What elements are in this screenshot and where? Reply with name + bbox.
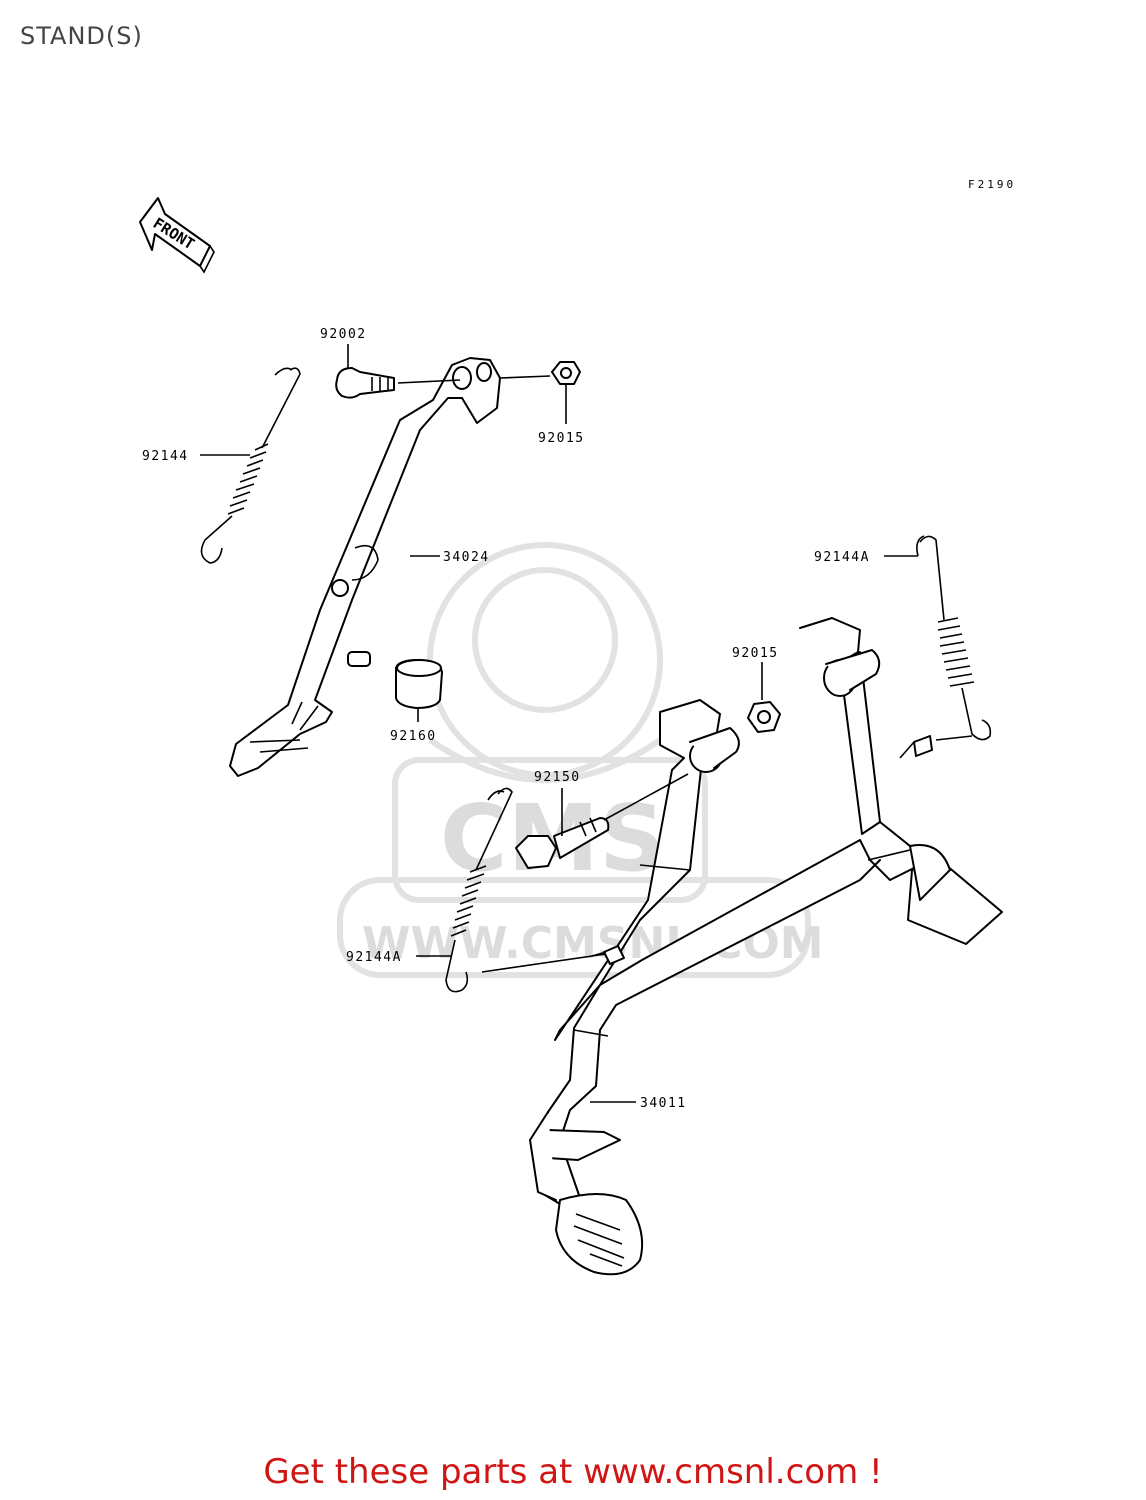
nut-92015-a — [499, 361, 581, 385]
callout-34024: 34024 — [443, 550, 490, 565]
callout-34011: 34011 — [640, 1096, 687, 1111]
center-stand-34011 — [529, 617, 1003, 1276]
callouts: 92002 92015 92144 34024 92160 92144A 920… — [142, 327, 870, 1111]
page-title: STAND(S) — [20, 22, 143, 50]
callout-92150: 92150 — [534, 770, 581, 785]
callout-92144A-low: 92144A — [346, 950, 402, 965]
bolt-92150 — [515, 773, 689, 869]
bolt-92002 — [335, 367, 461, 399]
nut-92015-b — [747, 701, 781, 733]
callout-92002: 92002 — [320, 327, 367, 342]
spring-92144A-lower — [445, 787, 607, 993]
watermark: CMS WWW.CMSNL.COM — [337, 542, 824, 978]
watermark-letters: CMS — [440, 785, 665, 892]
callout-92144: 92144 — [142, 449, 189, 464]
callout-92015-b: 92015 — [732, 646, 779, 661]
spring-92144A-upper — [916, 535, 992, 741]
parts-diagram: CMS WWW.CMSNL.COM FRONT — [139, 197, 1003, 1276]
footer-promo-link[interactable]: Get these parts at www.cmsnl.com ! — [263, 1452, 883, 1492]
spring-92144 — [200, 367, 301, 564]
callout-92160: 92160 — [390, 729, 437, 744]
callout-92144A-top: 92144A — [814, 550, 870, 565]
front-arrow: FRONT — [139, 197, 215, 274]
collar-92160 — [395, 659, 443, 709]
leader-lines — [200, 344, 918, 1103]
side-stand-34024 — [229, 357, 501, 777]
diagram-code: F2190 — [968, 178, 1017, 191]
callout-92015-a: 92015 — [538, 431, 585, 446]
